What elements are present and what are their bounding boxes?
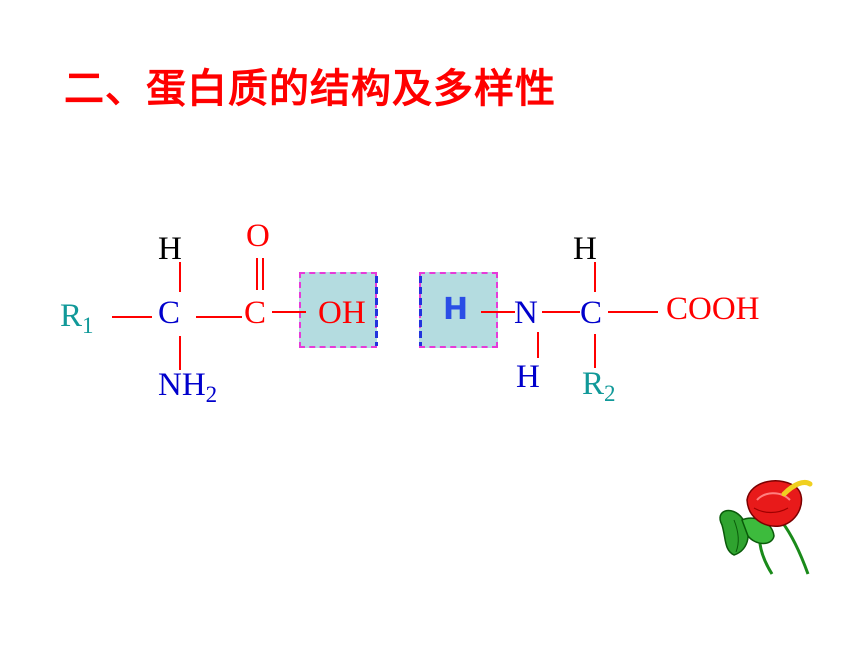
bond-c1-n (179, 336, 181, 370)
bond-c1-c2 (196, 316, 242, 318)
bond-c3-h (594, 262, 596, 292)
oh-box-right-edge (375, 276, 378, 346)
r1-group: R1 (60, 298, 94, 338)
oh-highlight-box (299, 272, 377, 348)
hydrogen-bottom: H (516, 359, 540, 395)
bond-r1-c1 (112, 316, 152, 318)
h-box-left-edge (419, 276, 422, 346)
carbon-3: C (580, 295, 603, 331)
nitrogen-right: N (514, 295, 538, 331)
oxygen-top: O (246, 218, 270, 254)
amino-group: NH2 (158, 367, 218, 407)
bond-c2-o-a (256, 258, 258, 290)
hydroxyl-group: OH (318, 295, 366, 331)
anthurium-flower-icon (719, 479, 813, 575)
bond-c3-cooh (608, 311, 658, 313)
bond-n-h (537, 332, 539, 358)
carbon-1: C (158, 295, 181, 331)
bond-c2-oh (272, 311, 306, 313)
page-title: 二、蛋白质的结构及多样性 (64, 66, 556, 112)
bond-c2-o-b (262, 258, 264, 290)
bond-h-n (481, 311, 515, 313)
hydrogen-top-right: H (573, 231, 597, 267)
bond-c3-r2 (594, 334, 596, 368)
hydrogen-removed: H (443, 292, 469, 327)
r2-group: R2 (582, 366, 616, 406)
bond-n-c3 (542, 311, 580, 313)
bond-c1-h (179, 262, 181, 292)
carboxyl-group: COOH (666, 291, 760, 327)
carbon-2: C (244, 295, 267, 331)
hydrogen-top-left: H (158, 231, 182, 267)
